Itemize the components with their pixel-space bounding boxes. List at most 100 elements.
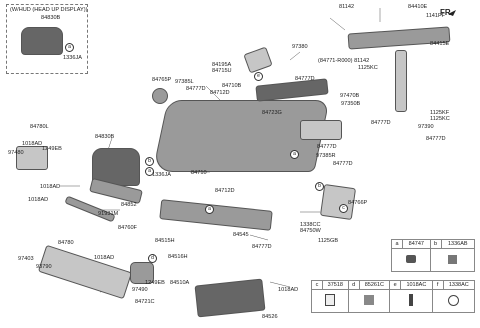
legend-thumb (429, 248, 476, 272)
part-label: 84777D (295, 76, 315, 82)
legend-thumb (347, 289, 391, 313)
part-label: 84195A (212, 62, 232, 68)
part-label: 1125KF (430, 110, 450, 116)
part-label: 84715U (212, 68, 232, 74)
callout-b-2: b (315, 182, 324, 191)
hud-fastener-label: 1336JA (63, 55, 82, 61)
part-label: 84712D (210, 90, 230, 96)
legend-key: c (311, 280, 323, 290)
legend-part: 1018AC (400, 280, 433, 290)
front-direction-label: FR. (440, 8, 453, 17)
hud-title: (W/HUD (HEAD UP DISPLAY)) (10, 7, 88, 13)
legend-thumb (431, 289, 476, 313)
hud-part-label: 84830B (41, 15, 61, 21)
part-label: 84723G (262, 110, 282, 116)
part-label: 1018AD (40, 184, 61, 190)
clip-icon (447, 254, 457, 264)
part-label: 1336JA (152, 172, 171, 178)
hud-inset: (W/HUD (HEAD UP DISPLAY)) 84830B a 1336J… (6, 4, 88, 74)
part-label: 84777D (371, 120, 391, 126)
clip-icon (405, 255, 416, 263)
part-label: 84721C (135, 299, 155, 305)
part-label: 84780 (58, 240, 74, 246)
part-label: 97403 (18, 256, 34, 262)
part-label: 1338CC (300, 222, 321, 228)
nut-icon (447, 294, 459, 306)
legend-key: d (347, 280, 360, 290)
part-label: 84777D (426, 136, 446, 142)
part-label: 84777D (333, 161, 353, 167)
speaker-grille (152, 88, 168, 104)
part-label: 84516H (168, 254, 188, 260)
legend-part: 1336AB (440, 239, 476, 249)
legend-top-table: a 84747 b 1336AB (391, 239, 476, 272)
part-label: 1125KC (358, 65, 378, 71)
part-label: 97480 (8, 150, 24, 156)
part-label: 84712D (215, 188, 235, 194)
callout-a: a (65, 43, 74, 52)
pad-icon (324, 294, 335, 306)
part-label: 84766P (348, 200, 368, 206)
callout-b: b (145, 157, 154, 166)
part-label: 97490 (132, 287, 148, 293)
switch-panel (130, 262, 154, 284)
legend-thumb (391, 248, 431, 272)
part-label: 1125GB (318, 238, 339, 244)
part-label: 1018AD (28, 197, 49, 203)
part-label: 97390 (418, 124, 434, 130)
part-label: 1249EB (145, 280, 165, 286)
part-label: 97350B (341, 101, 361, 107)
part-label: 84777D (186, 86, 206, 92)
legend-key: e (389, 280, 402, 290)
legend-part: 1338AC (442, 280, 476, 290)
part-label: 84777D (317, 144, 337, 150)
callout-c: c (339, 204, 348, 213)
part-label: 1125KC (430, 116, 450, 122)
legend-thumb (389, 289, 433, 313)
part-label: 84545 (233, 232, 249, 238)
callout-a-2: a (145, 167, 154, 176)
part-label: 84830B (95, 134, 115, 140)
part-label: 84760F (118, 225, 137, 231)
part-label: 97385R (316, 153, 336, 159)
part-label: 1249EB (42, 146, 62, 152)
part-label: 84510A (170, 280, 190, 286)
callout-e: e (254, 72, 263, 81)
part-label: 84765P (152, 77, 172, 83)
part-label: 97380 (292, 44, 308, 50)
clip-icon (363, 295, 374, 305)
part-label: 84750W (300, 228, 321, 234)
legend-bottom-table: c 37518 d 85261C e 1018AC f 1338AC (311, 280, 476, 313)
part-label: (84771-R000) 81142 (318, 58, 370, 64)
part-label: 84710 (191, 170, 207, 176)
screw-icon (408, 294, 413, 306)
part-label: 1018AD (94, 255, 115, 261)
part-label: 81142 (339, 4, 355, 10)
legend-thumb (311, 289, 349, 313)
legend-key: f (431, 280, 444, 290)
hud-cover-part (21, 27, 63, 55)
part-label: 84780L (30, 124, 49, 130)
part-label: 1141FF (426, 13, 445, 19)
part-label: 84515H (155, 238, 175, 244)
part-label: 97385L (175, 79, 194, 85)
legend-part: 84747 (402, 239, 431, 249)
part-label: 84710B (222, 83, 242, 89)
part-label: 84852 (121, 202, 137, 208)
part-label: 84526 (262, 314, 278, 320)
part-label: 1018AD (278, 287, 299, 293)
part-label: 1018AD (22, 141, 43, 147)
legend-part: 37518 (322, 280, 349, 290)
part-label: 84410E (408, 4, 428, 10)
part-label: 91931M (98, 211, 119, 217)
crossmember-brace (395, 50, 407, 112)
side-vent-part (300, 120, 342, 140)
legend-part: 85261C (358, 280, 391, 290)
legend-key: a (391, 239, 403, 249)
part-label: 93790 (36, 264, 52, 270)
part-label: 84415E (430, 41, 450, 47)
part-label: 97470B (340, 93, 360, 99)
legend-key: b (429, 239, 442, 249)
side-panel-left (16, 146, 48, 170)
part-label: 84777D (252, 244, 272, 250)
